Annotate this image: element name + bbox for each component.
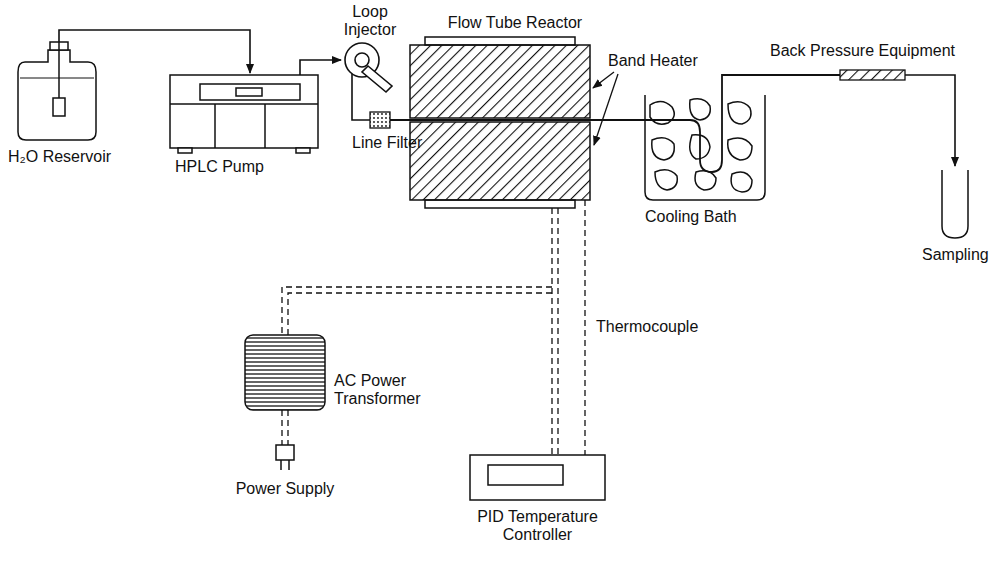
component-label: AC Power Transformer: [334, 372, 430, 408]
component-label: H₂O Reservoir: [8, 148, 158, 166]
power-transformer: [245, 335, 325, 410]
pid-controller: [470, 455, 605, 500]
power-plug: [276, 445, 294, 470]
sampling-line: [905, 75, 955, 166]
leader-line: [593, 72, 614, 88]
power-wire: [282, 208, 558, 455]
callout-label: Band Heater: [608, 52, 718, 70]
pump-outlet-line: [300, 60, 341, 75]
component-label: Thermocouple: [596, 318, 726, 336]
component-label: Flow Tube Reactor: [430, 14, 600, 32]
feed-line: [59, 30, 250, 73]
injector-line: [352, 74, 370, 120]
component-label: Cooling Bath: [645, 208, 775, 226]
outlet-tube: [690, 75, 840, 172]
cooling-bath: [645, 95, 765, 200]
component-label: Line Filter: [352, 134, 452, 152]
test-tube: [942, 170, 968, 238]
component-label: Sampling: [922, 246, 1000, 264]
flow-tube-reactor: [410, 37, 590, 208]
component-label: Loop Injector: [330, 3, 410, 39]
water-reservoir: [18, 42, 96, 140]
component-label: Power Supply: [230, 480, 340, 498]
line-filter: [370, 112, 390, 128]
thermocouple-wire: [584, 200, 585, 455]
component-label: HPLC Pump: [175, 158, 315, 176]
component-label: PID Temperature Controller: [455, 508, 620, 544]
back-pressure-regulator: [840, 70, 905, 80]
hplc-pump: [170, 75, 318, 153]
component-label: Back Pressure Equipment: [770, 42, 995, 60]
leader-line: [594, 74, 618, 145]
